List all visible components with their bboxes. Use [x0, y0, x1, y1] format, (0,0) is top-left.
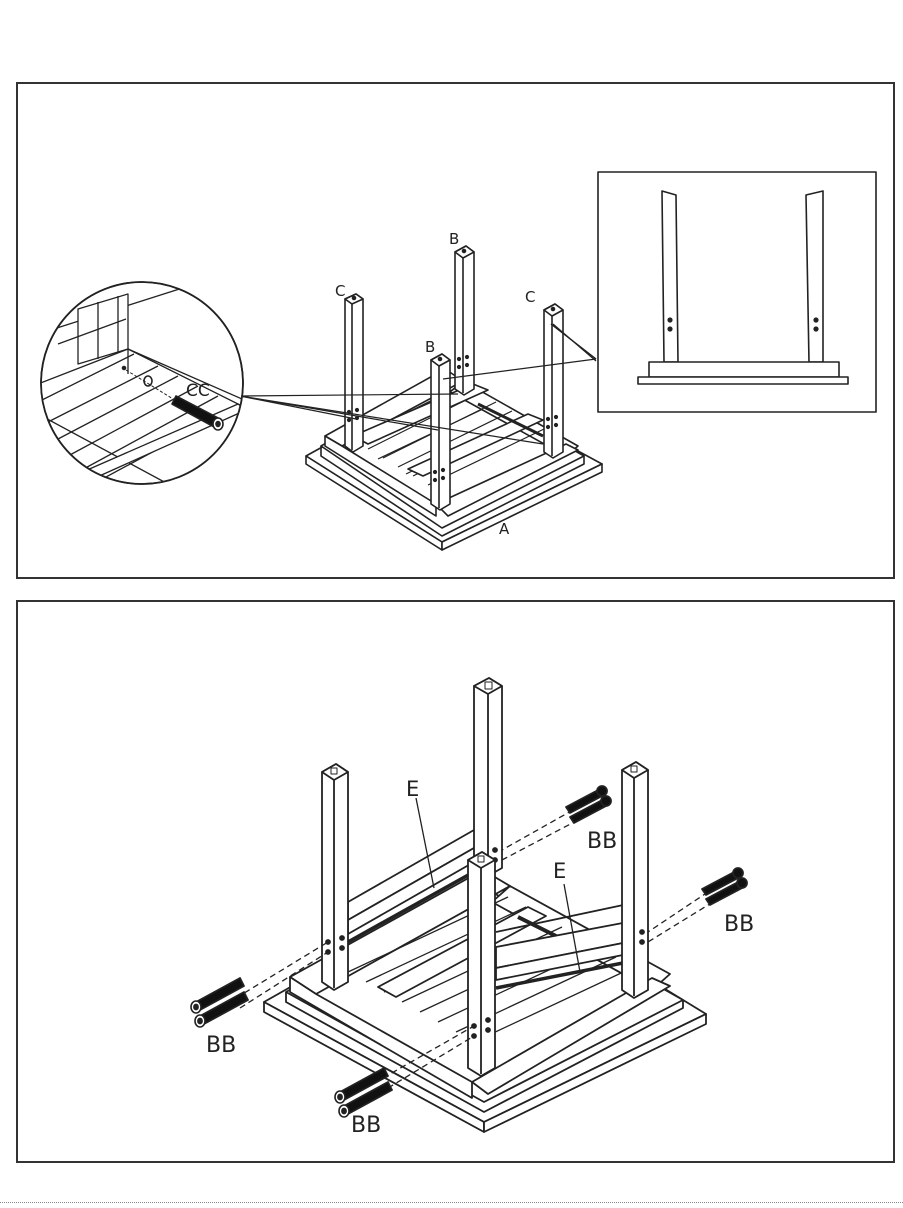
step-2-panel: E E BB BB BB BB: [16, 600, 895, 1163]
label-part-b-rear: B: [449, 230, 459, 248]
leg-c-left: [345, 294, 363, 452]
label-part-e-left: E: [406, 777, 419, 801]
page-bottom-rule: [0, 1202, 903, 1203]
label-part-c-left: C: [335, 282, 345, 300]
label-bb-bottom: BB: [351, 1113, 381, 1138]
bolt-bb-left-icon: [191, 978, 248, 1027]
label-part-b-front: B: [425, 338, 435, 356]
inset-side-view-box: [598, 172, 876, 412]
bolt-bb-upper-right-icon: [566, 786, 611, 823]
label-part-e-right: E: [553, 859, 566, 883]
label-part-a: A: [499, 520, 510, 538]
magnified-detail-circle: [38, 264, 258, 484]
label-bb-right: BB: [724, 912, 754, 937]
bolt-bb-bottom-icon: [335, 1068, 392, 1117]
bolt-bb-right-icon: [702, 868, 747, 905]
leg-back-left: [322, 764, 348, 990]
leg-b-front: [431, 354, 450, 510]
label-part-c-right: C: [525, 288, 535, 306]
leg-front: [468, 852, 495, 1076]
label-hardware-cc: CC: [186, 381, 210, 401]
leg-b-rear: [455, 246, 474, 395]
step-1-diagram: B C C B A CC: [18, 84, 893, 577]
step-2-diagram: E E BB BB BB BB: [18, 602, 893, 1161]
step-1-panel: B C C B A CC: [16, 82, 895, 579]
label-bb-left: BB: [206, 1033, 236, 1058]
leg-back-center: [474, 678, 502, 876]
leg-back-right: [622, 762, 648, 998]
label-bb-upper-right: BB: [587, 829, 617, 854]
leg-c-right: [544, 304, 563, 458]
